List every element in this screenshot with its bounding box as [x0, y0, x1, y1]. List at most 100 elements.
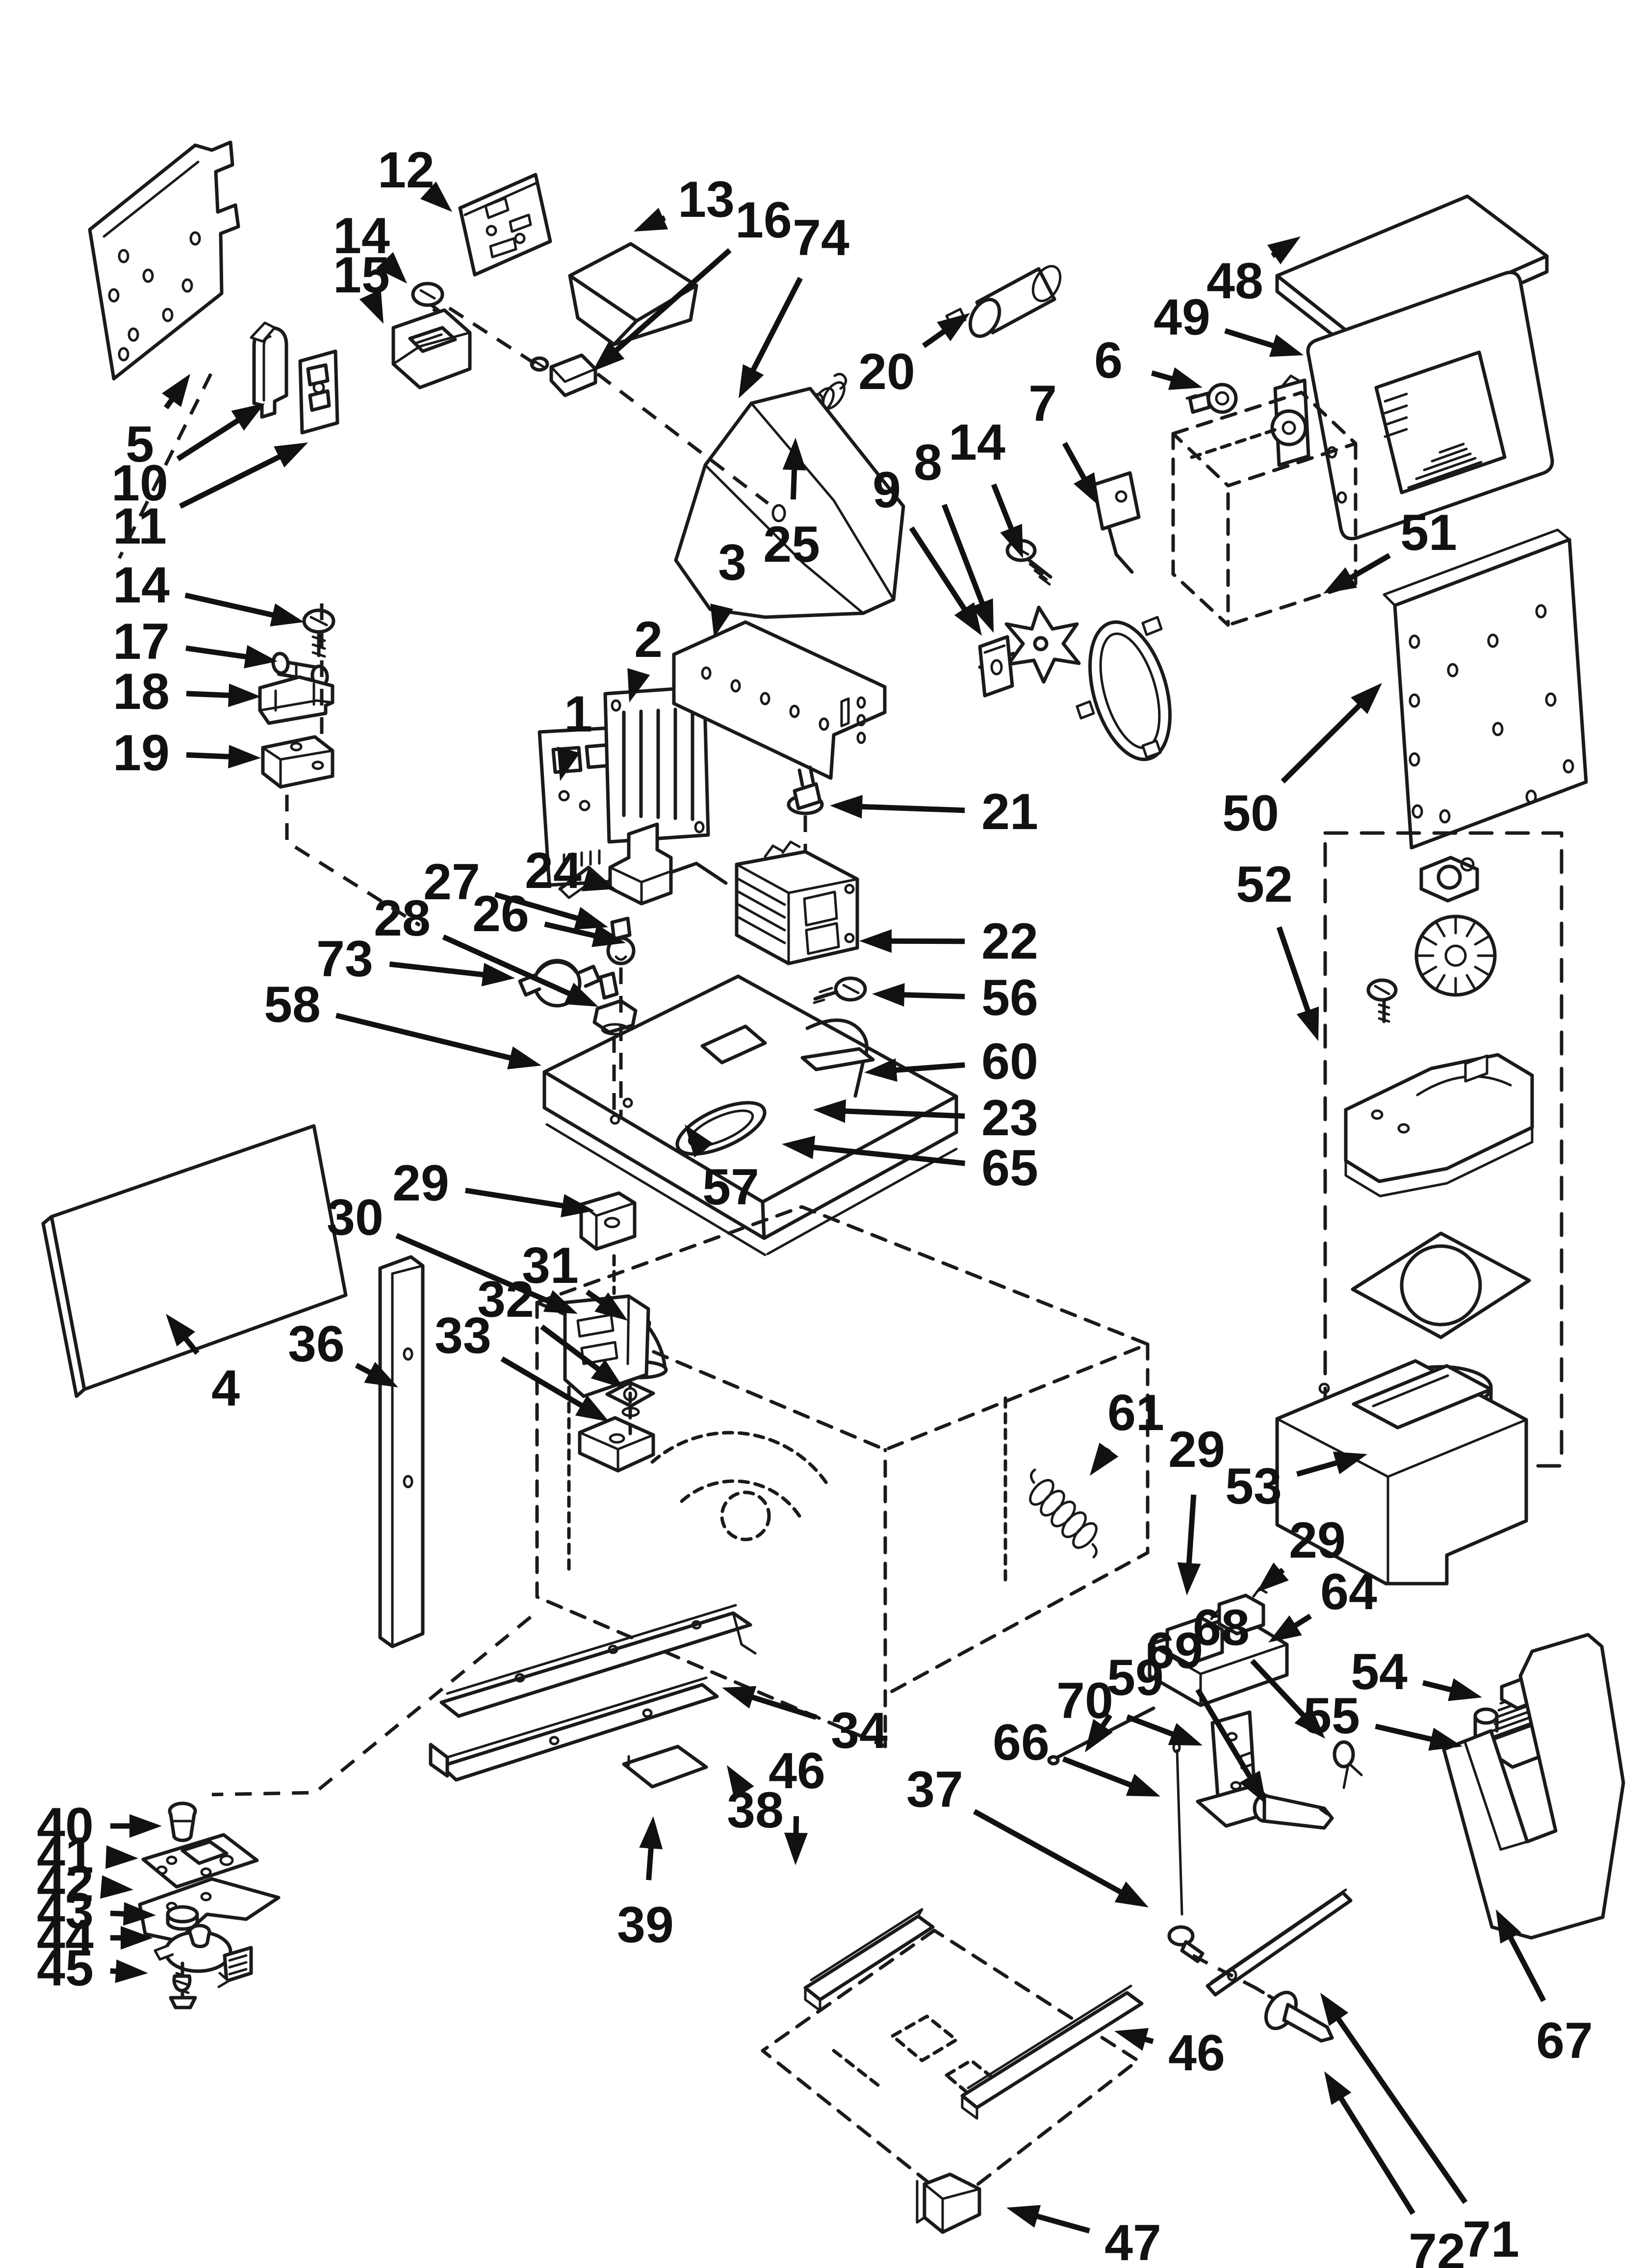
callout-arrow-head: [162, 374, 190, 407]
part-rear-panel-5: [88, 140, 240, 381]
callout-number: 13: [678, 171, 735, 228]
callout-number: 42: [37, 1855, 94, 1912]
callout-38: 38: [727, 1765, 784, 1839]
callout-arrow-head: [1496, 1909, 1521, 1944]
callout-20: 20: [858, 313, 970, 400]
callout-number: 56: [981, 969, 1038, 1026]
part-fan-screw: [1366, 978, 1398, 1023]
callout-number: 24: [525, 842, 582, 899]
callout-arrow-line: [748, 1694, 817, 1720]
callout-arrow-head: [123, 1902, 156, 1926]
callout-arrow-head: [1269, 334, 1304, 357]
callout-arrow-line: [1375, 1723, 1436, 1743]
callout-number: 5: [126, 416, 154, 473]
callout-arrow-line: [810, 1144, 966, 1166]
callout-arrow-head: [129, 1814, 162, 1838]
callout-43: 43: [37, 1883, 156, 1940]
callout-arrow-head: [1168, 1723, 1203, 1746]
callout-14: 14: [333, 208, 407, 284]
callout-arrow-head: [722, 1686, 757, 1709]
callout-arrow-head: [813, 1099, 846, 1123]
callout-arrow-head: [1257, 1562, 1289, 1592]
callout-arrow-head: [543, 1290, 578, 1314]
callout-54: 54: [1351, 1643, 1482, 1701]
callout-50: 50: [1222, 683, 1382, 842]
callout-31: 31: [522, 1237, 628, 1321]
callout-number: 64: [1320, 1564, 1377, 1620]
part-bulb-27: [606, 916, 636, 965]
callout-56: 56: [872, 969, 1038, 1026]
callout-45: 45: [37, 1940, 148, 1997]
callout-arrow-head: [591, 924, 626, 947]
callout-number: 67: [1536, 2012, 1593, 2069]
callout-49: 49: [1154, 289, 1304, 357]
callout-number: 48: [1206, 253, 1263, 310]
callout-number: 15: [333, 247, 390, 304]
callout-arrow-line: [1281, 701, 1364, 784]
callout-arrow-line: [1062, 442, 1088, 483]
callout-46: 46: [769, 1743, 825, 1865]
callout-arrow-line: [612, 248, 732, 355]
callout-number: 41: [37, 1827, 94, 1884]
part-control-board-12: [458, 173, 552, 277]
callout-number: 33: [435, 1307, 491, 1364]
callout-8: 8: [914, 434, 994, 633]
callout-arrow-head: [1324, 2071, 1352, 2105]
callout-number: 25: [763, 516, 820, 573]
callout-number: 70: [1056, 1672, 1113, 1729]
callout-number: 28: [374, 890, 431, 947]
part-magnetron-zone-51: [1171, 391, 1358, 627]
callout-number: 58: [264, 976, 321, 1033]
callout-number: 30: [327, 1189, 384, 1246]
part-ground-strap-60: [800, 1018, 875, 1098]
callout-arrow-line: [909, 526, 969, 614]
callout-51: 51: [1323, 504, 1457, 594]
callout-10: 10: [111, 403, 265, 512]
callout-number: 16: [735, 192, 792, 249]
callout-arrow-line: [1334, 2014, 1468, 2204]
callout-arrow-line: [176, 416, 243, 462]
callout-arrow-head: [100, 1875, 133, 1899]
callout-number: 31: [522, 1237, 579, 1294]
part-screw-45: [169, 1961, 197, 2009]
callout-64: 64: [1268, 1564, 1377, 1642]
part-rail-38: [429, 1676, 719, 1782]
callout-number: 49: [1154, 289, 1210, 346]
part-rail-46b: [960, 1984, 1144, 2120]
part-fan-scroll-housing: [1344, 1053, 1534, 1198]
part-vent-grille-49: [1306, 270, 1554, 541]
part-bracket-10: [250, 321, 288, 419]
leader-line-layer: [117, 307, 1257, 1990]
part-foot-plate-39: [622, 1745, 708, 1789]
part-vent-duct-13: [568, 242, 698, 346]
callout-arrow-line: [184, 592, 277, 619]
callout-number: 17: [113, 613, 170, 670]
part-roller-pin-69: [1253, 1794, 1334, 1830]
part-motor-plate-41: [141, 1833, 259, 1889]
callout-arrow-line: [646, 1844, 654, 1880]
callout-6: 6: [1094, 332, 1203, 390]
callout-arrow-head: [121, 1926, 153, 1950]
callout-arrow-head: [1114, 2028, 1149, 2051]
callout-arrow-line: [1422, 1680, 1456, 1694]
part-switch-assembly-29-64: [1047, 1587, 1289, 1766]
callout-number: 43: [37, 1883, 94, 1940]
callout-number: 40: [37, 1798, 94, 1854]
callout-arrow-line: [500, 1356, 586, 1410]
part-fuse-holder-18: [258, 675, 334, 725]
callout-arrow-head: [1267, 236, 1301, 264]
part-rail-46a: [803, 1908, 935, 2012]
callout-number: 50: [1222, 785, 1279, 842]
callout-number: 38: [727, 1782, 784, 1839]
callout-61: 61: [1090, 1384, 1164, 1476]
callout-arrow-head: [364, 1361, 398, 1387]
callout-number: 60: [981, 1033, 1038, 1090]
callout-29: 29: [1257, 1512, 1346, 1592]
callout-arrow-line: [1062, 1756, 1135, 1789]
leader-line: [285, 795, 421, 927]
callout-arrow-head: [1000, 523, 1023, 558]
callout-arrow-head: [954, 602, 982, 636]
callout-48: 48: [1206, 236, 1301, 310]
callout-number: 46: [1168, 2025, 1225, 2082]
